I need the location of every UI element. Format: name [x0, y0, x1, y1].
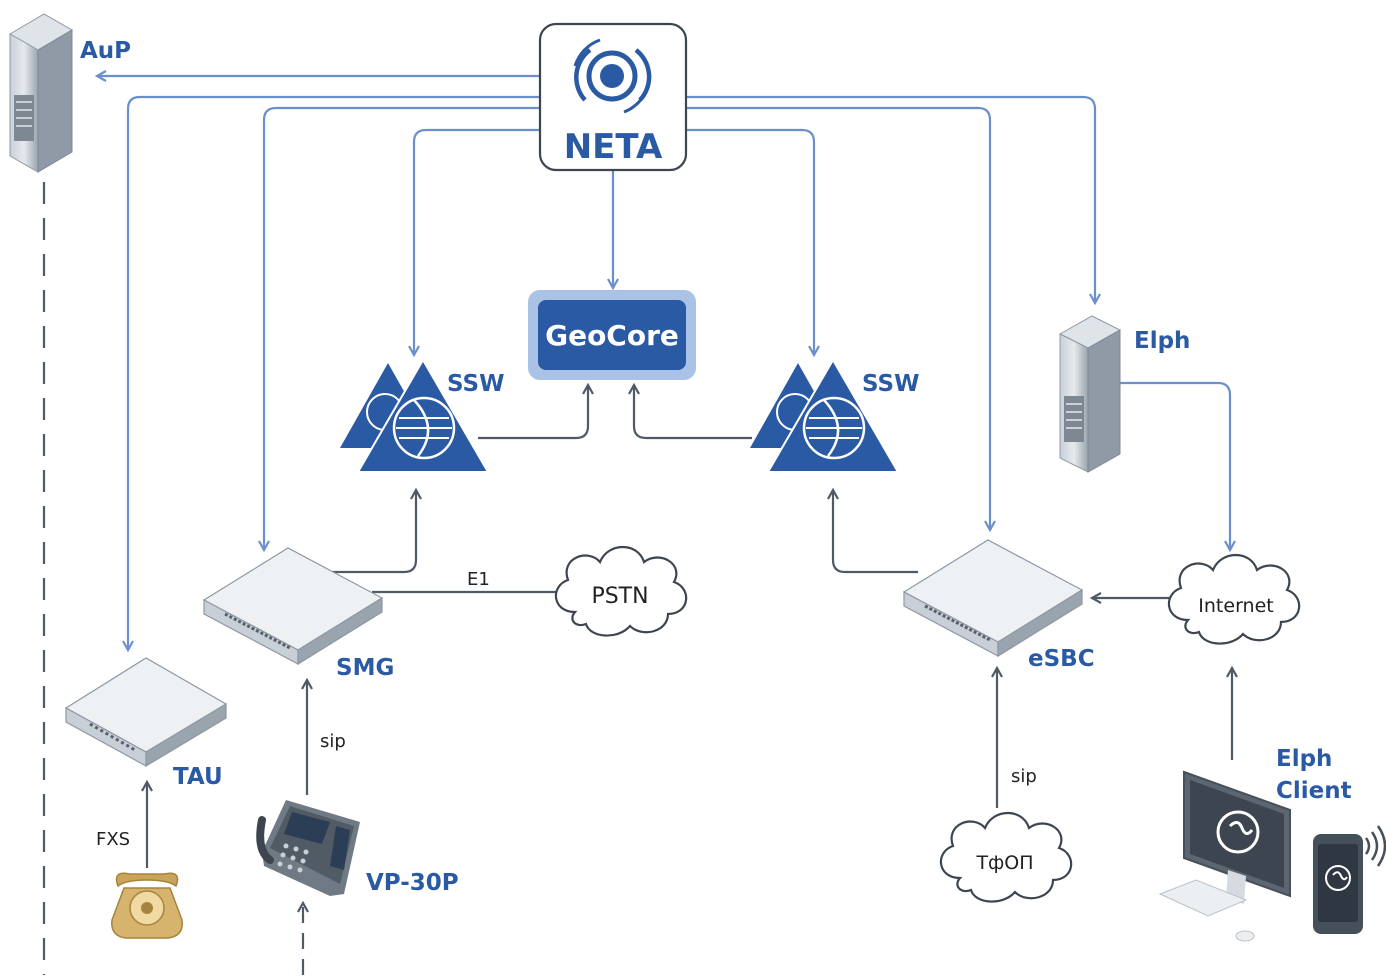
vp30p-node[interactable]: VP-30P	[256, 800, 459, 896]
esbc-label: eSBC	[1028, 646, 1095, 672]
link-smg-ssw	[330, 490, 416, 574]
ssw-left-label: SSW	[447, 371, 504, 397]
internet-label: Internet	[1198, 595, 1273, 617]
ip-phone-icon	[256, 800, 360, 896]
elph-node[interactable]: Elph	[1058, 315, 1190, 473]
neta-label: NETA	[564, 127, 663, 167]
monitor-icon	[1158, 770, 1291, 942]
pstn-label: PSTN	[591, 584, 648, 609]
link-neta-tau	[128, 95, 540, 650]
link-elph-internet	[1120, 381, 1230, 550]
sip-right-label: sip	[1011, 766, 1037, 787]
vp30p-label: VP-30P	[366, 870, 459, 896]
wifi-icon	[1364, 825, 1386, 867]
neta-links	[97, 76, 1230, 650]
link-neta-elph	[686, 95, 1095, 303]
tau-node[interactable]: TAU	[64, 657, 228, 790]
neta-node[interactable]: NETA	[538, 22, 688, 172]
link-neta-ssw-left	[414, 128, 540, 355]
phone-icon	[111, 872, 183, 939]
link-neta-ssw-right	[686, 128, 814, 355]
fxs-label: FXS	[96, 829, 130, 850]
elph-client-node[interactable]: Elph Client	[1158, 746, 1386, 942]
e1-label: E1	[467, 569, 490, 590]
server-icon	[9, 13, 73, 173]
signal-links	[42, 182, 1232, 975]
tfop-cloud[interactable]: ТфОП	[939, 811, 1073, 903]
softswitch-icon	[750, 358, 900, 473]
geocore-label: GeoCore	[545, 319, 679, 352]
ssw-right-node[interactable]: SSW	[750, 358, 919, 473]
tfop-label: ТфОП	[975, 852, 1033, 874]
switch-icon	[64, 657, 228, 768]
link-esbc-ssw	[833, 490, 918, 574]
smg-label: SMG	[336, 655, 394, 681]
link-ssw-right-geocore	[634, 385, 752, 440]
elph-label: Elph	[1134, 328, 1190, 354]
aup-node[interactable]: AuP	[9, 13, 131, 173]
sip-left-label: sip	[320, 731, 346, 752]
elph-client-label-line1: Elph	[1276, 746, 1332, 772]
smg-node[interactable]: SMG	[202, 547, 394, 681]
internet-cloud[interactable]: Internet	[1167, 553, 1301, 645]
link-neta-smg	[264, 106, 540, 550]
elph-client-label-line2: Client	[1276, 778, 1352, 804]
ssw-left-node[interactable]: SSW	[340, 358, 504, 473]
analog-phone-node[interactable]	[111, 872, 183, 939]
esbc-node[interactable]: eSBC	[902, 539, 1095, 672]
geocore-node[interactable]: GeoCore	[528, 290, 696, 380]
link-ssw-left-geocore	[478, 385, 588, 440]
neta-logo-icon	[573, 38, 652, 114]
aup-label: AuP	[80, 38, 131, 64]
server-icon	[1058, 315, 1122, 473]
ssw-right-label: SSW	[862, 371, 919, 397]
pstn-cloud[interactable]: PSTN	[554, 545, 688, 637]
switch-icon	[902, 539, 1084, 658]
tau-label: TAU	[173, 764, 223, 790]
softswitch-icon	[340, 358, 490, 473]
switch-icon	[202, 547, 384, 666]
tablet-icon	[1313, 834, 1363, 934]
link-neta-esbc	[686, 106, 990, 530]
